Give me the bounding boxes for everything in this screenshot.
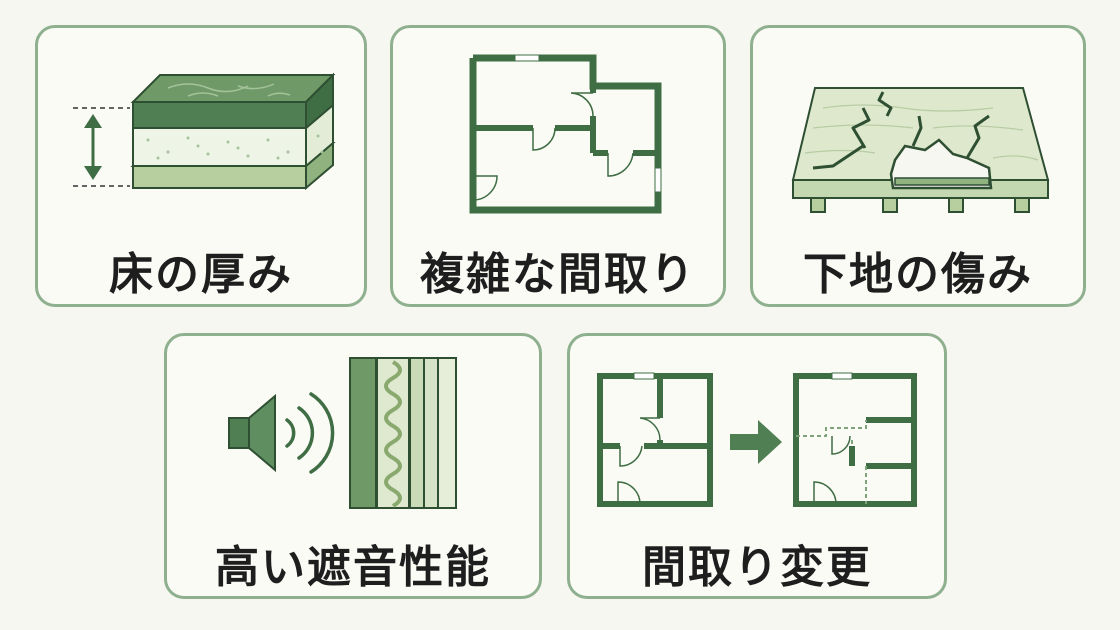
card-label: 高い遮音性能 — [215, 542, 491, 593]
card-label: 下地の傷み — [803, 249, 1033, 300]
card-label: 間取り変更 — [642, 542, 872, 593]
card-label: 床の厚み — [109, 249, 293, 300]
layout-change-icon — [597, 372, 917, 507]
card-floor-thickness: 床の厚み — [35, 25, 367, 307]
card-sound-insulation: 高い遮音性能 — [164, 333, 542, 599]
floor-layers-icon — [73, 72, 336, 191]
cracked-floor-icon — [791, 87, 1050, 213]
card-subfloor-damage: 下地の傷み — [750, 25, 1086, 307]
floor-plan-icon — [469, 54, 662, 214]
card-label: 複雑な間取り — [420, 249, 696, 300]
sound-insulation-icon — [228, 357, 457, 509]
card-layout-change: 間取り変更 — [567, 333, 947, 599]
card-complex-layout: 複雑な間取り — [390, 25, 726, 307]
